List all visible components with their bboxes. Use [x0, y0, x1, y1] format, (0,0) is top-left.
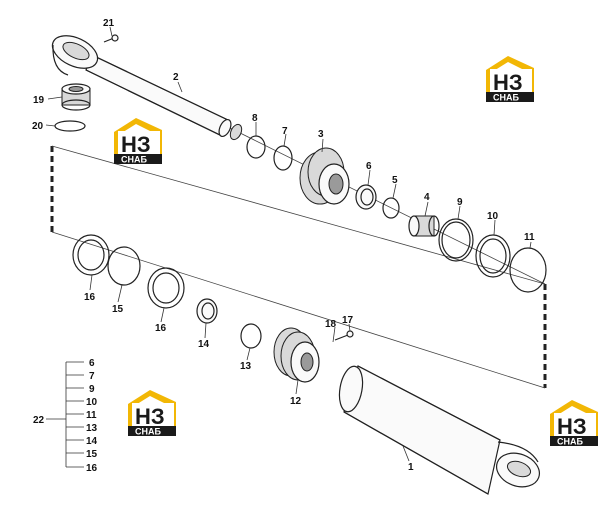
callout-16-right: 16 — [155, 323, 167, 334]
kit-item: 9 — [89, 384, 95, 395]
callout-21: 21 — [103, 18, 115, 29]
callout-3: 3 — [318, 129, 324, 140]
callout-7: 7 — [282, 126, 288, 137]
logo-letters: НЗ — [493, 70, 523, 95]
piston-rod — [51, 35, 243, 141]
cylinder-barrel — [338, 365, 540, 495]
callout-22: 22 — [33, 415, 45, 426]
seal-16-right — [147, 267, 185, 309]
logo-letters: НЗ — [121, 132, 151, 157]
retaining-ring — [54, 120, 86, 132]
kit-list: 6 7 9 10 11 13 14 15 16 — [86, 358, 98, 474]
seal-8 — [246, 135, 266, 159]
set-screw — [334, 330, 354, 341]
kit-item: 11 — [86, 410, 97, 421]
seal-14 — [196, 298, 218, 324]
kit-item: 14 — [86, 436, 98, 447]
kit-item: 13 — [86, 423, 98, 434]
logo-watermark-bottom-left: НЗ СНАБ — [128, 390, 176, 437]
grease-nipple — [103, 34, 119, 43]
seal-6 — [355, 184, 377, 210]
kit-item: 16 — [86, 463, 98, 474]
callout-11: 11 — [524, 232, 535, 243]
callout-9: 9 — [457, 197, 463, 208]
callout-labels: 1 2 3 4 5 6 7 8 9 10 11 12 13 14 15 16 1… — [32, 18, 535, 473]
logo-letters: НЗ — [557, 414, 587, 439]
logo-caption: СНАБ — [557, 437, 583, 447]
callout-14: 14 — [198, 339, 210, 350]
callout-18: 18 — [325, 319, 337, 330]
callout-12: 12 — [290, 396, 302, 407]
seal-9 — [438, 218, 474, 262]
logo-watermark-bottom-right: НЗ СНАБ — [550, 400, 598, 447]
piston — [273, 327, 320, 383]
bushing-4 — [408, 215, 440, 237]
seal-5 — [382, 197, 400, 219]
leader-lines — [45, 26, 532, 462]
kit-item: 10 — [86, 397, 98, 408]
logo-watermark-mid-left: НЗ СНАБ — [114, 118, 162, 165]
kit-item: 15 — [86, 449, 98, 460]
callout-20: 20 — [32, 121, 44, 132]
callout-2: 2 — [173, 72, 179, 83]
callout-4: 4 — [424, 192, 430, 203]
seal-15 — [107, 246, 141, 286]
callout-10: 10 — [487, 211, 499, 222]
axis-lines — [51, 127, 546, 389]
logo-caption: СНАБ — [135, 427, 161, 437]
bushing — [61, 83, 91, 111]
seal-16-left — [72, 234, 110, 276]
logo-caption: СНАБ — [493, 93, 519, 103]
callout-17: 17 — [342, 315, 354, 326]
logo-watermark-top-right: НЗ СНАБ — [486, 56, 534, 103]
callout-8: 8 — [252, 113, 258, 124]
seal-11 — [509, 247, 547, 293]
seal-7 — [273, 145, 293, 171]
logo-letters: НЗ — [135, 404, 165, 429]
callout-19: 19 — [33, 95, 45, 106]
callout-16-left: 16 — [84, 292, 96, 303]
callout-15: 15 — [112, 304, 124, 315]
dashed-assembly-link — [50, 146, 547, 388]
gland — [299, 147, 350, 205]
logo-caption: СНАБ — [121, 155, 147, 165]
kit-item: 6 — [89, 358, 95, 369]
callout-6: 6 — [366, 161, 372, 172]
seal-13 — [240, 323, 262, 349]
seal-10 — [475, 234, 511, 278]
kit-item: 7 — [89, 371, 95, 382]
kit-bracket — [46, 361, 84, 468]
callout-5: 5 — [392, 175, 398, 186]
callout-1: 1 — [408, 462, 414, 473]
callout-13: 13 — [240, 361, 252, 372]
